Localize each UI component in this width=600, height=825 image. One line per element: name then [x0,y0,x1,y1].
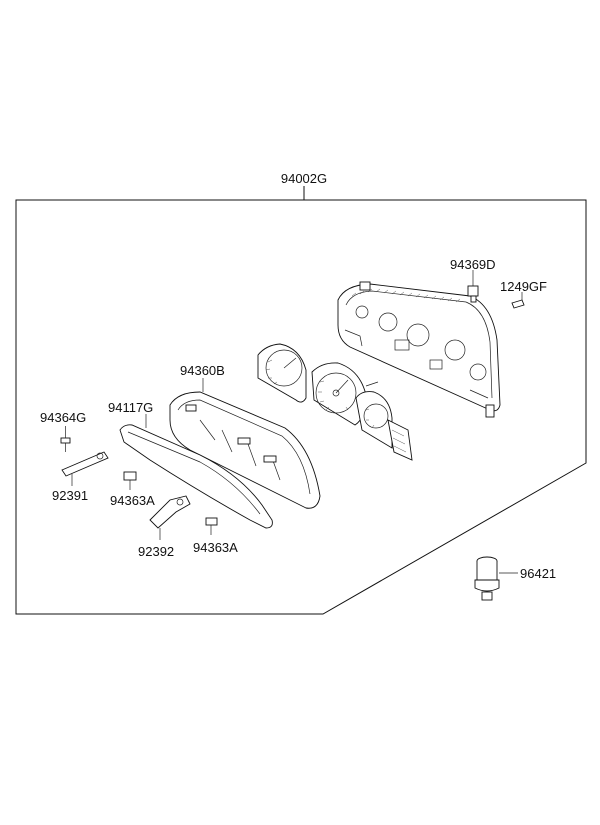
cover-label: 94117G [108,400,153,415]
bolt [60,426,71,452]
assembly-boundary [15,199,587,615]
retainer-screw-label: 94369D [450,257,496,272]
retainer-screw [467,270,479,303]
gauge-dials [257,343,413,461]
assembly-label: 94002G [281,171,327,186]
pad-bottom [205,517,218,535]
bolt-label: 94364G [40,410,86,425]
screw-label: 1249GF [500,279,547,294]
cluster-cover [119,414,273,529]
glass-label: 94360B [180,363,225,378]
pad-bottom-label: 94363A [193,540,238,555]
cluster-glass [169,378,321,509]
pad-top [123,471,137,490]
screw [511,292,525,309]
switch-label: 96421 [520,566,556,581]
bracket-bottom-label: 92392 [138,544,174,559]
bracket-left-label: 92391 [52,488,88,503]
cluster-case [337,281,501,418]
pad-top-label: 94363A [110,493,155,508]
bracket-left [61,451,109,486]
switch [474,556,518,601]
bracket-bottom [149,495,191,540]
